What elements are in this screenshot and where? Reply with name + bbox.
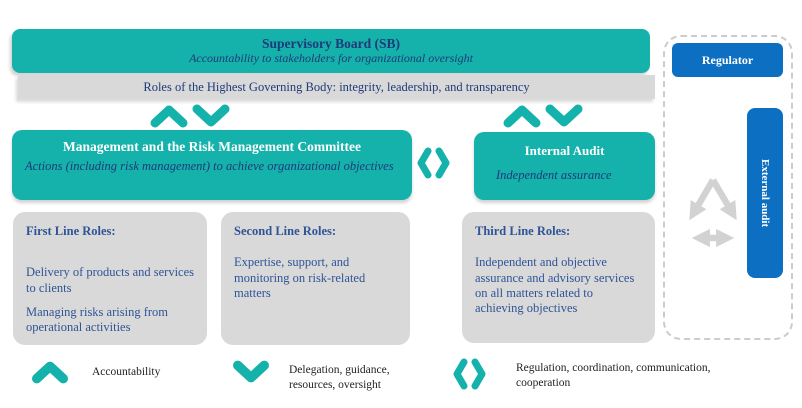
governing-body-roles-text: Roles of the Highest Governing Body: int…	[143, 79, 530, 94]
accountability-delegation-connector-right	[503, 104, 583, 128]
internal-audit-subtitle: Independent assurance	[496, 168, 612, 182]
chevron-left-icon	[417, 147, 432, 179]
regulator-label: Regulator	[701, 52, 754, 67]
internal-audit-box: Internal Audit Independent assurance	[474, 132, 655, 200]
supervisory-board-subtitle: Accountability to stakeholders for organ…	[189, 50, 473, 65]
second-line-roles-heading: Second Line Roles:	[234, 224, 337, 238]
legend-label: Delegation, guidance, resources, oversig…	[289, 364, 390, 391]
third-line-roles-box: Third Line Roles: Independent and object…	[462, 212, 655, 343]
external-audit-box: External audit	[747, 108, 783, 278]
first-line-roles-paragraph: Managing risks arising from operational …	[26, 304, 168, 334]
governing-body-roles-bar: Roles of the Highest Governing Body: int…	[18, 75, 655, 99]
legend-item-accountability: Accountability	[32, 360, 160, 384]
external-audit-label: External audit	[759, 158, 771, 228]
alignment-cycle-icon	[672, 172, 752, 252]
internal-audit-title: Internal Audit	[524, 143, 605, 158]
coordination-connector	[417, 147, 450, 179]
second-line-roles-paragraph: Expertise, support, and monitoring on ri…	[234, 255, 366, 300]
accountability-delegation-connector-left	[150, 104, 230, 128]
legend-item-delegation: Delegation, guidance, resources, oversig…	[233, 360, 409, 393]
chevron-up-icon	[32, 360, 68, 384]
third-line-roles-heading: Third Line Roles:	[475, 224, 571, 238]
legend-label: Accountability	[92, 366, 161, 378]
regulator-box: Regulator	[672, 43, 783, 77]
legend-label: Regulation, coordination, communication,…	[516, 362, 711, 389]
first-line-roles-heading: First Line Roles:	[26, 224, 116, 238]
management-box-title: Management and the Risk Management Commi…	[62, 139, 362, 154]
management-risk-committee-box: Management and the Risk Management Commi…	[12, 130, 412, 200]
second-line-roles-box: Second Line Roles: Expertise, support, a…	[221, 212, 410, 345]
supervisory-board-banner: Supervisory Board (SB) Accountability to…	[12, 29, 650, 73]
legend-item-regulation: Regulation, coordination, communication,…	[453, 358, 766, 391]
chevron-up-icon	[503, 104, 541, 128]
management-box-subtitle: Actions (including risk management) to a…	[25, 159, 394, 173]
supervisory-board-title: Supervisory Board (SB)	[261, 36, 400, 52]
chevron-pair-icon	[453, 358, 486, 390]
chevron-down-icon	[233, 360, 269, 384]
third-line-roles-paragraph: Independent and objective assurance and …	[475, 255, 635, 315]
first-line-roles-box: First Line Roles: Delivery of products a…	[13, 212, 207, 345]
chevron-right-icon	[435, 147, 450, 179]
chevron-up-icon	[150, 104, 188, 128]
chevron-down-icon	[545, 104, 583, 128]
first-line-roles-paragraph: Delivery of products and services to cli…	[26, 265, 194, 295]
chevron-down-icon	[192, 104, 230, 128]
